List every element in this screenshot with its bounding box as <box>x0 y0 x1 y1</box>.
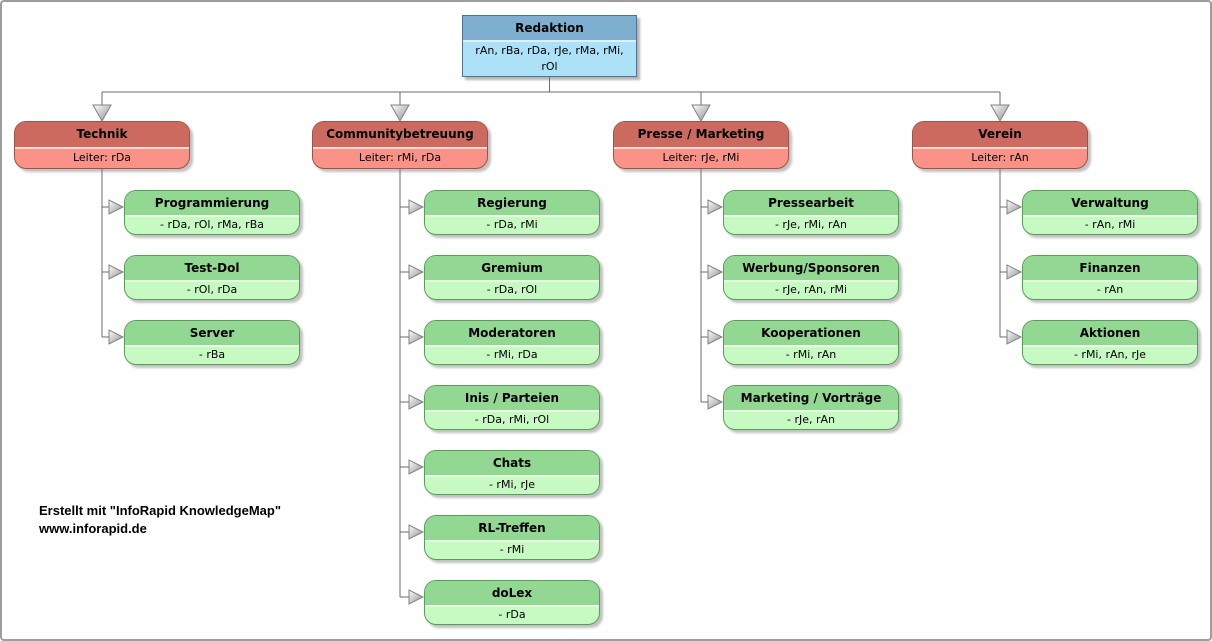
arrowhead-right-icon <box>108 329 125 345</box>
child-node-gremium[interactable]: Gremium- rDa, rOl <box>424 255 600 300</box>
child-node-aktionen[interactable]: Aktionen- rMi, rAn, rJe <box>1022 320 1198 365</box>
node-title: Marketing / Vorträge <box>724 386 898 412</box>
node-members: Leiter: rJe, rMi <box>662 151 740 164</box>
node-title: Verwaltung <box>1023 191 1197 217</box>
node-title: Communitybetreuung <box>313 122 487 149</box>
node-members: - rOl, rDa <box>186 283 238 296</box>
node-members: - rDa <box>498 608 526 621</box>
child-node-marketing-vortr-ge[interactable]: Marketing / Vorträge- rJe, rAn <box>723 385 899 430</box>
arrowhead-right-icon <box>408 589 425 605</box>
node-members: - rJe, rMi, rAn <box>774 218 848 231</box>
connector-lines <box>101 77 1008 598</box>
node-title: Technik <box>15 122 189 149</box>
arrowhead-right-icon <box>408 199 425 215</box>
child-node-verwaltung[interactable]: Verwaltung- rAn, rMi <box>1022 190 1198 235</box>
arrowhead-down-icon <box>990 104 1010 123</box>
node-title: Werbung/Sponsoren <box>724 256 898 282</box>
arrowhead-right-icon <box>108 264 125 280</box>
arrowhead-down-icon <box>390 104 410 123</box>
credit-line-2: www.inforapid.de <box>39 521 147 536</box>
node-title: Inis / Parteien <box>425 386 599 412</box>
node-members: - rMi, rAn <box>785 348 837 361</box>
arrowhead-right-icon <box>408 329 425 345</box>
child-node-moderatoren[interactable]: Moderatoren- rMi, rDa <box>424 320 600 365</box>
node-members: - rJe, rAn <box>786 413 835 426</box>
child-node-dolex[interactable]: doLex- rDa <box>424 580 600 625</box>
arrowhead-right-icon <box>408 524 425 540</box>
node-members: - rMi, rAn, rJe <box>1073 348 1147 361</box>
node-title: Moderatoren <box>425 321 599 347</box>
arrowhead-right-icon <box>1006 264 1023 280</box>
node-title: doLex <box>425 581 599 607</box>
credit-note: Erstellt mit "InfoRapid KnowledgeMap" ww… <box>39 502 281 538</box>
node-members: - rDa, rMi, rOl <box>474 413 550 426</box>
node-members: - rMi <box>499 543 525 556</box>
arrowhead-down-icon <box>92 104 112 123</box>
child-node-finanzen[interactable]: Finanzen- rAn <box>1022 255 1198 300</box>
arrowhead-right-icon <box>1006 329 1023 345</box>
node-title: Programmierung <box>125 191 299 217</box>
child-node-test-dol[interactable]: Test-Dol- rOl, rDa <box>124 255 300 300</box>
node-title: Pressearbeit <box>724 191 898 217</box>
node-members: rAn, rBa, rDa, rJe, rMa, rMi, rOl <box>475 44 624 73</box>
node-title: Finanzen <box>1023 256 1197 282</box>
node-members: - rMi, rDa <box>486 348 538 361</box>
child-node-regierung[interactable]: Regierung- rDa, rMi <box>424 190 600 235</box>
child-node-inis-parteien[interactable]: Inis / Parteien- rDa, rMi, rOl <box>424 385 600 430</box>
node-title: Presse / Marketing <box>614 122 788 149</box>
arrowhead-down-icon <box>691 104 711 123</box>
child-node-programmierung[interactable]: Programmierung- rDa, rOl, rMa, rBa <box>124 190 300 235</box>
child-node-chats[interactable]: Chats- rMi, rJe <box>424 450 600 495</box>
child-node-server[interactable]: Server- rBa <box>124 320 300 365</box>
node-members: - rJe, rAn, rMi <box>774 283 848 296</box>
arrowhead-right-icon <box>707 199 724 215</box>
node-title: RL-Treffen <box>425 516 599 542</box>
node-members: - rAn, rMi <box>1084 218 1136 231</box>
node-members: - rAn <box>1096 283 1124 296</box>
arrowhead-right-icon <box>707 394 724 410</box>
node-members: - rBa <box>198 348 226 361</box>
node-members: - rMi, rJe <box>488 478 536 491</box>
node-title: Server <box>125 321 299 347</box>
child-node-werbung-sponsoren[interactable]: Werbung/Sponsoren- rJe, rAn, rMi <box>723 255 899 300</box>
arrowhead-right-icon <box>707 329 724 345</box>
arrowhead-right-icon <box>1006 199 1023 215</box>
arrowhead-right-icon <box>408 264 425 280</box>
node-title: Gremium <box>425 256 599 282</box>
node-title: Aktionen <box>1023 321 1197 347</box>
node-members: - rDa, rMi <box>486 218 538 231</box>
node-title: Test-Dol <box>125 256 299 282</box>
credit-line-1: Erstellt mit "InfoRapid KnowledgeMap" <box>39 503 282 518</box>
node-title: Chats <box>425 451 599 477</box>
node-members: - rDa, rOl, rMa, rBa <box>160 218 264 231</box>
arrowhead-right-icon <box>408 394 425 410</box>
node-title: Regierung <box>425 191 599 217</box>
arrowhead-right-icon <box>408 459 425 475</box>
child-node-kooperationen[interactable]: Kooperationen- rMi, rAn <box>723 320 899 365</box>
node-members: Leiter: rDa <box>72 151 132 164</box>
child-node-pressearbeit[interactable]: Pressearbeit- rJe, rMi, rAn <box>723 190 899 235</box>
child-node-rl-treffen[interactable]: RL-Treffen- rMi <box>424 515 600 560</box>
node-title: Verein <box>913 122 1087 149</box>
node-members: Leiter: rAn <box>971 151 1029 164</box>
arrowhead-right-icon <box>108 199 125 215</box>
node-title: Kooperationen <box>724 321 898 347</box>
node-members: Leiter: rMi, rDa <box>358 151 442 164</box>
node-members: - rDa, rOl <box>486 283 538 296</box>
arrowhead-right-icon <box>707 264 724 280</box>
node-title: Redaktion <box>463 16 636 42</box>
